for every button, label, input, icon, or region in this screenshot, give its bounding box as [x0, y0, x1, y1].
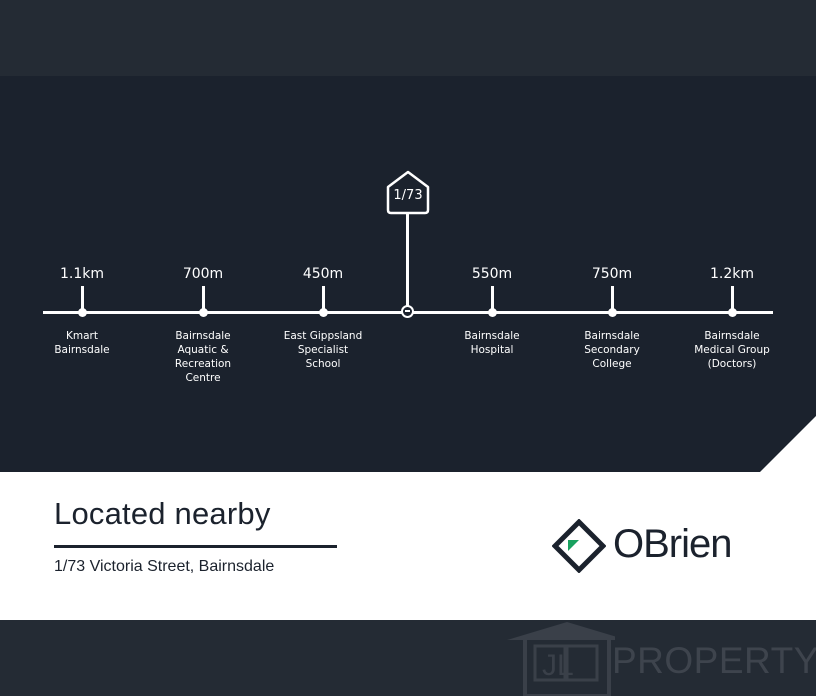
amenity-tick [731, 286, 734, 312]
amenity-tick [202, 286, 205, 312]
amenity-name-line: Bairnsdale [584, 330, 640, 342]
amenity-name-line: Kmart [66, 330, 98, 342]
amenity-distance: 450m [302, 266, 344, 282]
amenity-name-line: Specialist [297, 344, 349, 356]
amenity-dot [78, 308, 87, 317]
amenity-name-line: Bairnsdale [704, 330, 760, 342]
amenity-name-line: School [305, 358, 341, 370]
house-roof-icon: JL [507, 622, 615, 696]
amenity-name-line: Aquatic & [177, 344, 229, 356]
watermark-word: PROPERTY [612, 640, 816, 681]
amenity-name: Kmart Bairnsdale [32, 329, 132, 357]
amenity-dot [199, 308, 208, 317]
amenity-name: Bairnsdale Secondary College [562, 329, 662, 371]
amenity-distance: 750m [591, 266, 633, 282]
property-marker-ring [401, 305, 414, 318]
house-marker-icon [386, 170, 430, 215]
diamond-logo-icon [552, 519, 606, 573]
amenity-distance: 700m [182, 266, 224, 282]
amenity-name: Bairnsdale Medical Group (Doctors) [682, 329, 782, 371]
amenity-tick [322, 286, 325, 312]
amenity-name-line: Secondary [584, 344, 640, 356]
corner-triangle [760, 416, 816, 472]
page-title: Located nearby [54, 496, 271, 531]
amenity-name: Bairnsdale Hospital [442, 329, 542, 357]
amenity-dot [488, 308, 497, 317]
amenity-name-line: College [592, 358, 632, 370]
amenity-tick [491, 286, 494, 312]
amenity-dot [608, 308, 617, 317]
amenity-name: East Gippsland Specialist School [273, 329, 373, 371]
amenity-name-line: Bairnsdale [464, 330, 520, 342]
property-unit-label: 1/73 [393, 188, 423, 203]
top-strip [0, 0, 816, 76]
amenity-name-line: Centre [185, 372, 221, 384]
amenity-name: Bairnsdale Aquatic & Recreation Centre [153, 329, 253, 385]
brand-name: OBrien [613, 522, 732, 566]
title-underline [54, 545, 337, 548]
amenity-name-line: Bairnsdale [54, 344, 110, 356]
amenity-distance: 1.1km [59, 266, 104, 282]
amenity-name-line: East Gippsland [283, 330, 363, 342]
watermark-strip: JL PROPERTY [0, 620, 816, 696]
info-panel: Located nearby 1/73 Victoria Street, Bai… [0, 472, 816, 620]
property-marker-stem [406, 212, 409, 306]
amenity-tick [81, 286, 84, 312]
watermark-letters: JL [542, 649, 574, 682]
amenity-name-line: Recreation [174, 358, 232, 370]
amenity-distance: 550m [471, 266, 513, 282]
amenity-name-line: (Doctors) [707, 358, 757, 370]
amenity-dot [319, 308, 328, 317]
amenity-name-line: Medical Group [694, 344, 770, 356]
amenity-tick [611, 286, 614, 312]
nearby-timeline-panel: 1.1km Kmart Bairnsdale 700m Bairnsdale A… [0, 76, 816, 472]
amenity-name-line: Hospital [470, 344, 514, 356]
amenity-name-line: Bairnsdale [175, 330, 231, 342]
amenity-dot [728, 308, 737, 317]
property-address: 1/73 Victoria Street, Bairnsdale [54, 558, 275, 575]
amenity-distance: 1.2km [709, 266, 754, 282]
